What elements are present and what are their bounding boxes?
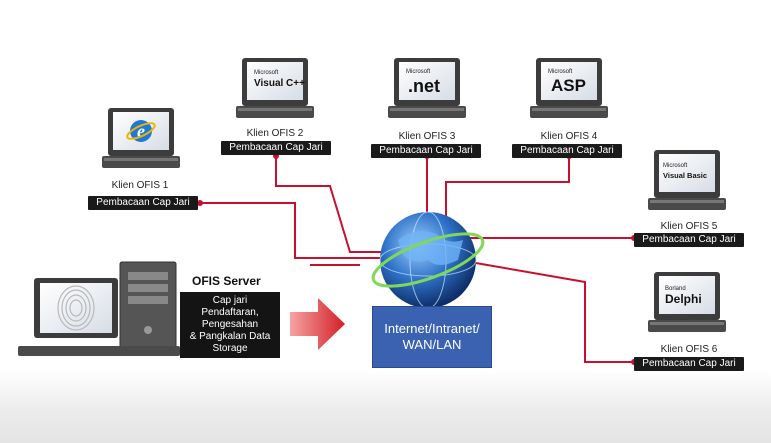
connection-lines	[200, 156, 634, 363]
link-client-2	[275, 156, 385, 253]
server-line-5: Storage	[212, 343, 248, 354]
client-6-screen-text: Delphi	[665, 292, 702, 306]
client-1-computer: e	[102, 108, 180, 168]
client-3-label: Klien OFIS 3	[398, 131, 456, 142]
server-title: OFIS Server	[192, 274, 261, 288]
client-3-badge: Pembacaan Cap Jari	[371, 144, 481, 158]
client-4-badge: Pembacaan Cap Jari	[512, 144, 622, 158]
client-6-badge: Pembacaan Cap Jari	[634, 357, 744, 371]
fingerprint-icon	[57, 285, 95, 331]
client-3-screen-text: .net	[408, 76, 440, 96]
network-line-1: Internet/Intranet/	[384, 321, 480, 336]
server-description: Cap jari Pendaftaran, Pengesahan & Pangk…	[180, 292, 280, 358]
client-4-label: Klien OFIS 4	[540, 131, 598, 142]
client-5-screen-brand: Microsoft	[663, 163, 688, 169]
server-computer	[18, 261, 180, 356]
client-1-badge: Pembacaan Cap Jari	[88, 196, 198, 210]
client-2-label: Klien OFIS 2	[246, 128, 304, 139]
client-5-label: Klien OFIS 5	[660, 221, 718, 232]
svg-text:e: e	[137, 121, 145, 141]
globe-icon	[371, 211, 485, 309]
client-5-computer: Microsoft Visual Basic	[648, 150, 726, 210]
link-client-1	[200, 202, 382, 259]
client-5-screen-text: Visual Basic	[663, 171, 707, 180]
client-4-computer: Microsoft ASP	[530, 58, 608, 118]
server-line-4: & Pangkalan Data	[189, 331, 271, 342]
client-4-screen-text: ASP	[551, 76, 586, 95]
dot-client-1	[197, 200, 203, 206]
server-line-2: Pendaftaran,	[201, 307, 259, 318]
client-2-screen-text: Visual C++	[254, 78, 305, 89]
client-6-computer: Borland Delphi	[648, 272, 726, 332]
link-client-6	[469, 261, 634, 363]
client-6-label: Klien OFIS 6	[660, 344, 718, 355]
client-6-screen-brand: Borland	[665, 286, 686, 292]
server-line-3: Pengesahan	[201, 319, 259, 330]
client-5-badge: Pembacaan Cap Jari	[634, 233, 744, 247]
client-2-computer: Microsoft Visual C++	[236, 58, 314, 118]
internet-explorer-icon: e	[126, 120, 156, 142]
client-3-screen-brand: Microsoft	[406, 69, 431, 75]
network-box: Internet/Intranet/ WAN/LAN	[372, 306, 492, 368]
client-3-computer: Microsoft .net	[388, 58, 466, 118]
client-1-label: Klien OFIS 1	[111, 180, 169, 191]
client-2-badge: Pembacaan Cap Jari	[221, 141, 331, 155]
client-4-screen-brand: Microsoft	[548, 69, 573, 75]
server-line-1: Cap jari	[212, 295, 248, 306]
client-2-screen-brand: Microsoft	[254, 70, 279, 76]
network-line-2: WAN/LAN	[402, 337, 462, 352]
data-flow-arrow	[290, 298, 345, 350]
link-client-4	[445, 156, 570, 222]
